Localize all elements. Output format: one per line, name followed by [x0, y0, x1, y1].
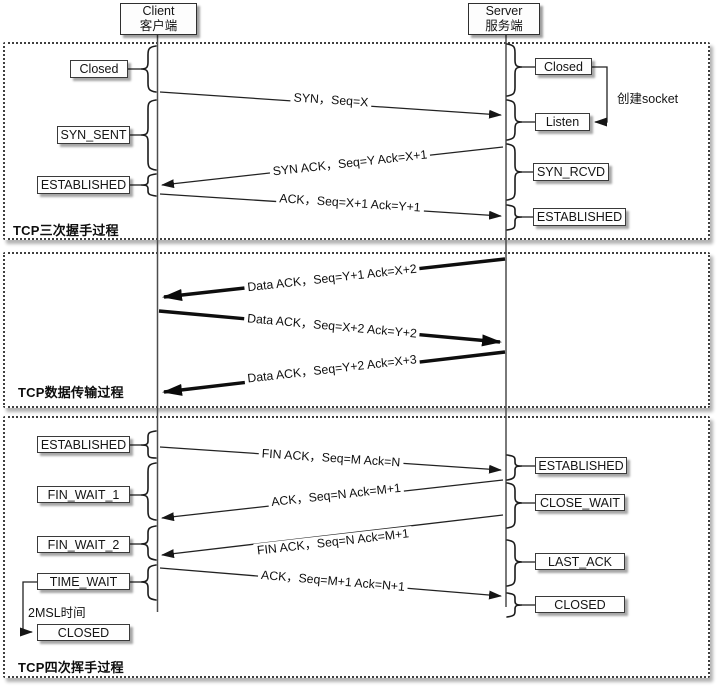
server-state-established2-box: ESTABLISHED — [535, 457, 627, 474]
client-state-established2-box: ESTABLISHED — [37, 436, 130, 453]
transfer-section-label: TCP数据传输过程 — [18, 385, 124, 400]
client-state-time-wait-box: TIME_WAIT — [37, 573, 130, 590]
handshake-section-label: TCP三次握手过程 — [13, 223, 119, 238]
msl-note: 2MSL时间 — [28, 606, 86, 620]
client-state-established-box: ESTABLISHED — [37, 176, 130, 194]
client-state-closed2-box: CLOSED — [37, 624, 130, 641]
server-state-closed-box: Closed — [535, 58, 592, 75]
client-actor-name-cn: 客户端 — [139, 19, 178, 33]
server-state-syn-rcvd-box: SYN_RCVD — [533, 163, 609, 181]
server-state-last-ack-box: LAST_ACK — [535, 553, 625, 570]
server-state-established-box: ESTABLISHED — [533, 208, 626, 226]
client-actor-box: Client 客户端 — [120, 3, 197, 35]
server-actor-name-cn: 服务端 — [485, 19, 523, 33]
server-state-listen-box: Listen — [535, 113, 590, 131]
teardown-section-label: TCP四次挥手过程 — [18, 660, 124, 675]
server-state-close-wait-box: CLOSE_WAIT — [535, 494, 625, 511]
client-actor-name: Client — [142, 3, 175, 18]
server-state-closed2-box: CLOSED — [535, 596, 625, 613]
client-state-fin-wait-2-box: FIN_WAIT_2 — [37, 536, 130, 553]
create-socket-note: 创建socket — [617, 92, 679, 106]
server-actor-box: Server 服务端 — [468, 3, 540, 35]
server-actor-name: Server — [485, 3, 523, 18]
client-state-fin-wait-1-box: FIN_WAIT_1 — [37, 486, 130, 503]
client-state-syn-sent-box: SYN_SENT — [57, 126, 130, 144]
client-state-closed-box: Closed — [70, 60, 128, 78]
